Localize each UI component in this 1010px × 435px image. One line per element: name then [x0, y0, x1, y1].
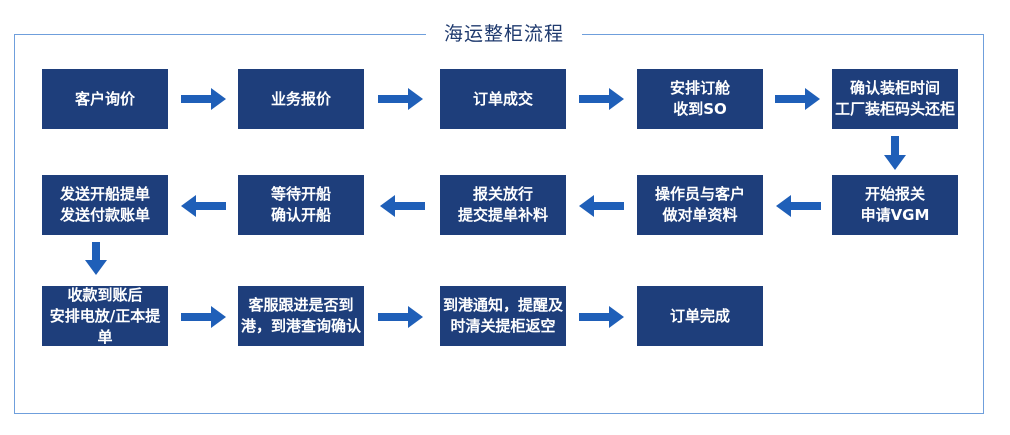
- arrow-left-icon: [380, 195, 425, 217]
- arrow-left-icon: [776, 195, 821, 217]
- step-business-quote: 业务报价: [238, 69, 364, 129]
- step-arrival-notice: 到港通知，提醒及 时清关提柜返空: [440, 286, 566, 346]
- arrow-down-icon: [85, 242, 107, 275]
- arrow-right-icon: [181, 306, 226, 328]
- arrow-right-icon: [181, 88, 226, 110]
- arrow-down-icon: [884, 136, 906, 170]
- arrow-right-icon: [579, 88, 624, 110]
- diagram-title: 海运整柜流程: [426, 22, 582, 46]
- arrow-left-icon: [579, 195, 624, 217]
- step-customs-release: 报关放行 提交提单补料: [440, 175, 566, 235]
- step-arrival-followup: 客服跟进是否到 港，到港查询确认: [238, 286, 364, 346]
- step-order-closed: 订单成交: [440, 69, 566, 129]
- arrow-right-icon: [775, 88, 820, 110]
- step-wait-departure: 等待开船 确认开船: [238, 175, 364, 235]
- step-payment-release: 收款到账后 安排电放/正本提单: [42, 286, 168, 346]
- arrow-right-icon: [579, 306, 624, 328]
- arrow-right-icon: [378, 306, 423, 328]
- arrow-right-icon: [378, 88, 423, 110]
- step-customs-vgm: 开始报关 申请VGM: [832, 175, 958, 235]
- step-container-loading: 确认装柜时间 工厂装柜码头还柜: [832, 69, 958, 129]
- step-send-bl-invoice: 发送开船提单 发送付款账单: [42, 175, 168, 235]
- step-customer-inquiry: 客户询价: [42, 69, 168, 129]
- step-booking-so: 安排订舱 收到SO: [637, 69, 763, 129]
- step-order-complete: 订单完成: [637, 286, 763, 346]
- arrow-left-icon: [181, 195, 226, 217]
- step-document-check: 操作员与客户 做对单资料: [637, 175, 763, 235]
